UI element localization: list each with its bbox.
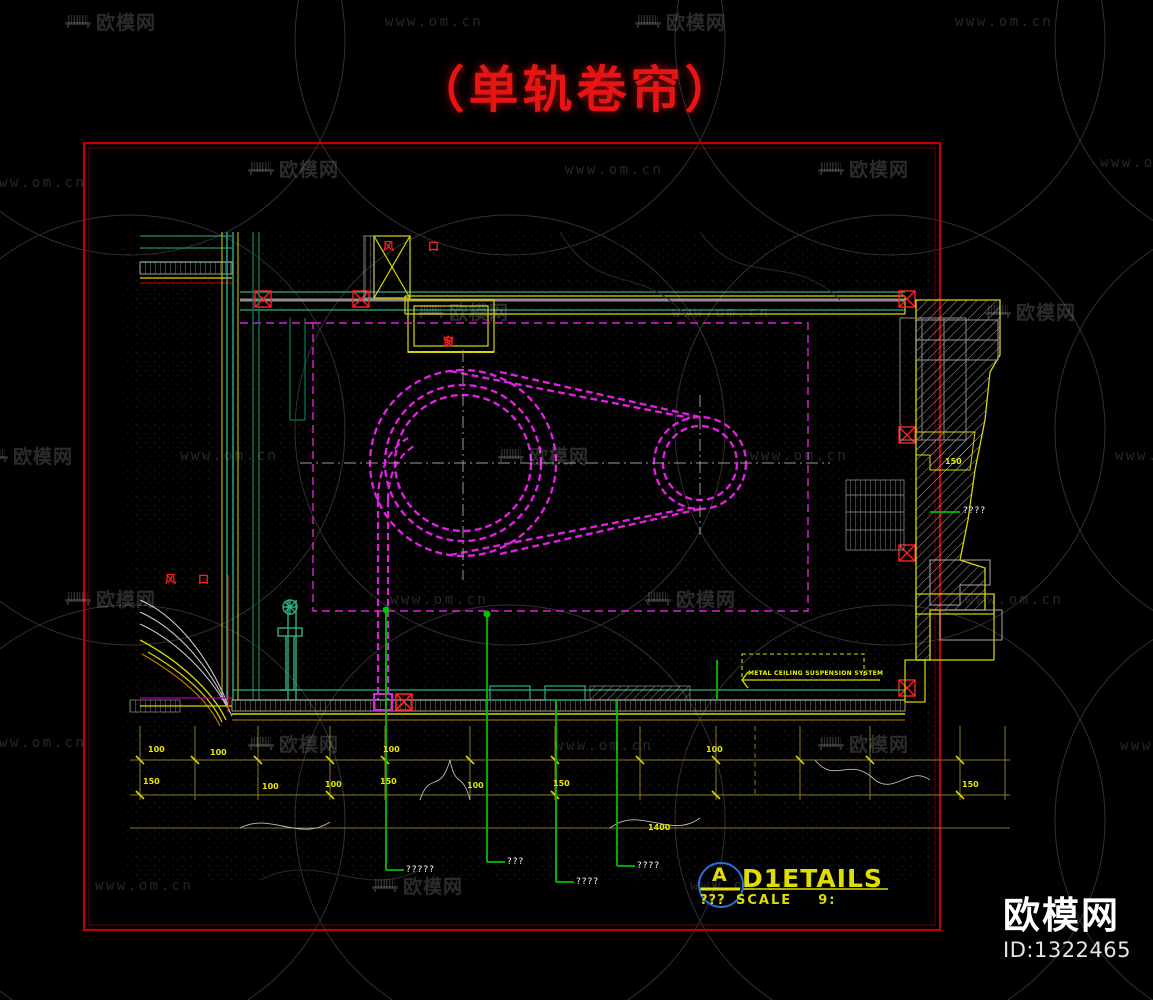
svg-text:风: 风: [165, 572, 176, 586]
svg-text:口: 口: [428, 240, 439, 253]
detail-bubble-circle: [698, 862, 744, 908]
svg-text:风: 风: [383, 239, 394, 253]
detail-scale: SCALE 9:: [736, 893, 837, 908]
detail-scale-label: SCALE: [736, 893, 793, 908]
detail-bubble-letter: A: [712, 864, 727, 886]
detail-scale-value: 9:: [818, 893, 837, 908]
svg-text:口: 口: [198, 573, 209, 586]
detail-number: ???: [700, 893, 726, 908]
svg-text:窗: 窗: [443, 334, 454, 348]
drawing-title: （单轨卷帘）: [414, 61, 739, 119]
detail-heading: D1ETAILS: [742, 864, 883, 893]
